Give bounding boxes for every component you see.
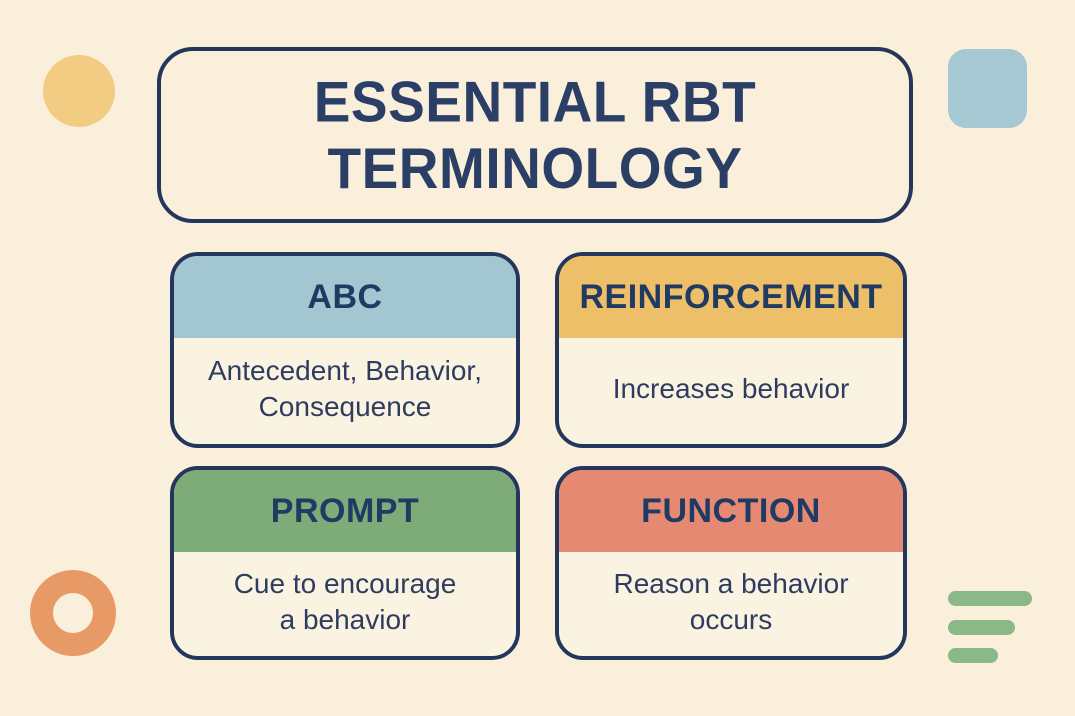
- blue-square-decoration: [948, 49, 1027, 128]
- card-title: REINFORCEMENT: [579, 277, 883, 316]
- card-definition: Reason a behavior occurs: [613, 567, 849, 635]
- card-header: REINFORCEMENT: [559, 256, 903, 338]
- title-box: ESSENTIAL RBT TERMINOLOGY: [157, 47, 913, 223]
- card-header: PROMPT: [174, 470, 516, 552]
- green-bar: [948, 591, 1032, 606]
- card-definition: Antecedent, Behavior, Consequence: [208, 354, 482, 422]
- card-body: Reason a behavior occurs: [559, 552, 903, 656]
- card-definition: Cue to encourage a behavior: [233, 567, 457, 635]
- card-body: Antecedent, Behavior, Consequence: [174, 338, 516, 444]
- term-card-reinforcement: REINFORCEMENT Increases behavior: [555, 252, 907, 448]
- orange-ring-decoration: [30, 570, 116, 656]
- green-bars-decoration: [948, 591, 1038, 663]
- yellow-circle-decoration: [43, 55, 115, 127]
- green-bar: [948, 620, 1015, 635]
- card-definition: Increases behavior: [612, 372, 850, 404]
- card-body: Cue to encourage a behavior: [174, 552, 516, 656]
- card-title: FUNCTION: [641, 491, 821, 530]
- card-header: ABC: [174, 256, 516, 338]
- page-title: ESSENTIAL RBT TERMINOLOGY: [313, 69, 757, 201]
- card-title: PROMPT: [270, 491, 420, 530]
- term-card-prompt: PROMPT Cue to encourage a behavior: [170, 466, 520, 660]
- term-card-abc: ABC Antecedent, Behavior, Consequence: [170, 252, 520, 448]
- card-header: FUNCTION: [559, 470, 903, 552]
- term-cards-grid: ABC Antecedent, Behavior, Consequence RE…: [170, 252, 907, 660]
- green-bar: [948, 648, 998, 663]
- card-title: ABC: [307, 277, 383, 316]
- term-card-function: FUNCTION Reason a behavior occurs: [555, 466, 907, 660]
- card-body: Increases behavior: [559, 338, 903, 444]
